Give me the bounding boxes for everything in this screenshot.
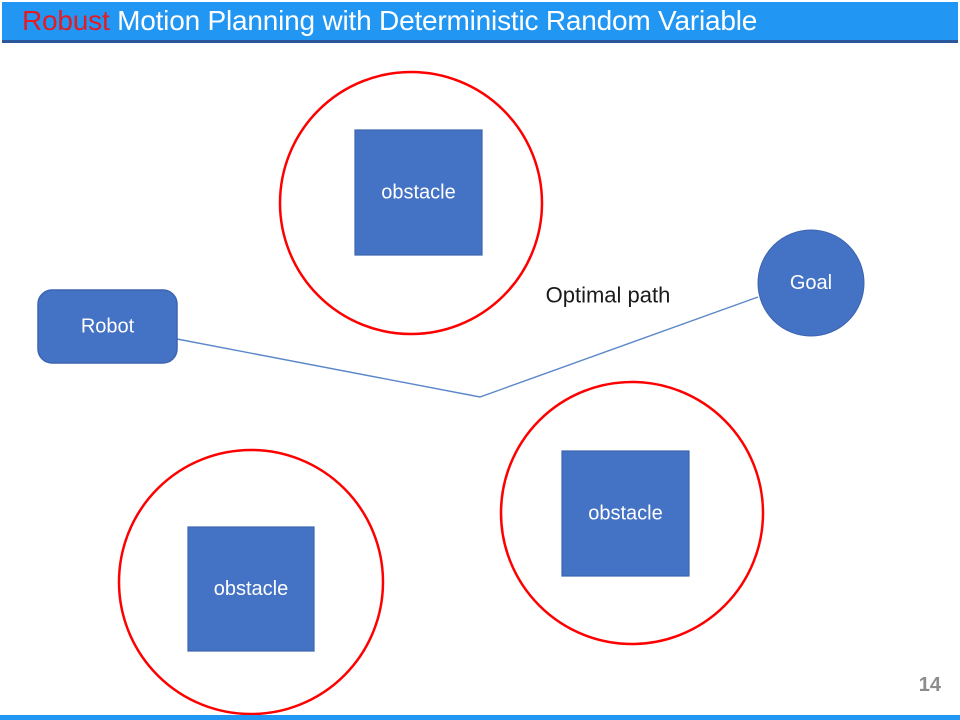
obstacle-square-3 <box>561 450 690 577</box>
obstacle-label-3: obstacle <box>588 503 663 525</box>
obstacle-square-1 <box>354 129 483 256</box>
robot-shape <box>37 289 178 364</box>
footer-accent-bar <box>0 715 960 720</box>
title-bar: Robust Motion Planning with Deterministi… <box>2 2 958 43</box>
uncertainty-circle-1 <box>278 70 544 336</box>
obstacle-label-1: obstacle <box>381 182 456 204</box>
uncertainty-circle-2 <box>117 448 385 716</box>
title-highlight: Robust <box>22 5 110 36</box>
optimal-path-label: Optimal path <box>546 283 671 308</box>
goal-shape <box>757 229 865 337</box>
page-number: 14 <box>918 674 941 696</box>
title-text: Motion Planning with Deterministic Rando… <box>109 5 758 36</box>
goal-label: Goal <box>790 272 832 294</box>
optimal-path-line <box>176 296 759 398</box>
uncertainty-circle-3 <box>499 380 765 646</box>
obstacle-label-2: obstacle <box>214 578 289 600</box>
obstacle-square-2 <box>187 526 315 652</box>
robot-label: Robot <box>81 316 135 338</box>
